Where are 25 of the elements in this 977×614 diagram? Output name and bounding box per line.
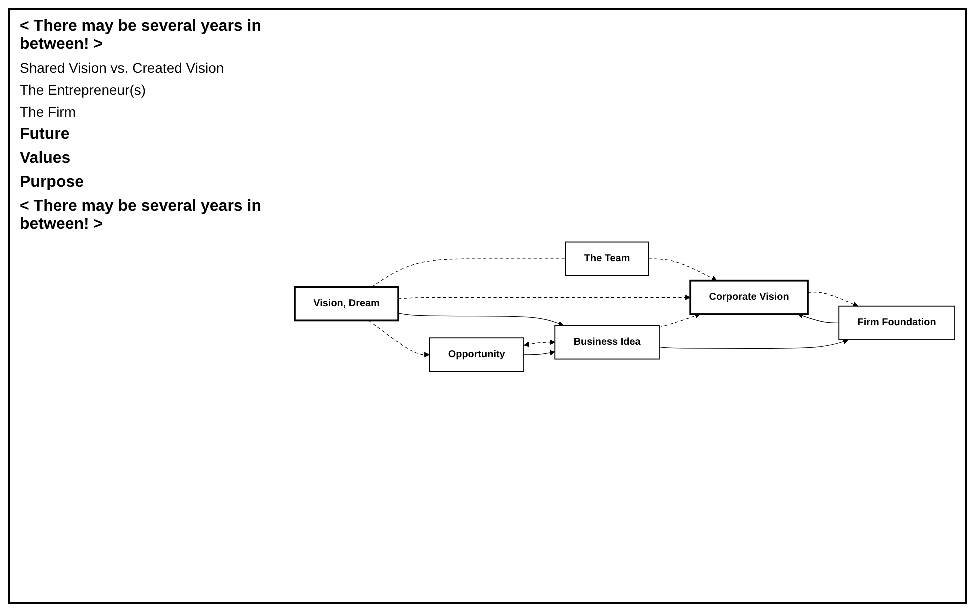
note-text: Future: [20, 126, 71, 144]
node-box: Firm Foundation: [838, 306, 956, 340]
node-box: Business Idea: [554, 325, 660, 360]
note-text: < There may be several years in between! >: [20, 18, 262, 54]
arrow: [368, 320, 430, 358]
arrow: [659, 313, 701, 328]
arrow: [659, 339, 849, 350]
arrow: [398, 313, 564, 326]
note-text: Shared Vision vs. Created Vision: [20, 60, 226, 76]
connector: [372, 258, 566, 288]
note-text: The Entrepreneur(s): [20, 82, 148, 98]
arrow: [524, 340, 556, 348]
note-text: Purpose: [20, 174, 86, 192]
arrow: [398, 294, 691, 300]
arrow: [808, 292, 858, 307]
note-text: Values: [20, 150, 72, 168]
node-box: Corporate Vision: [690, 280, 809, 316]
arrow: [648, 258, 718, 282]
note-text: < There may be several years in between! >: [20, 198, 262, 234]
arrow: [798, 313, 840, 324]
node-box: The Team: [565, 242, 650, 276]
note-text: The Firm: [20, 104, 77, 120]
arrow: [524, 350, 556, 356]
node-box: Vision, Dream: [294, 286, 400, 322]
node-box: Opportunity: [429, 338, 524, 372]
